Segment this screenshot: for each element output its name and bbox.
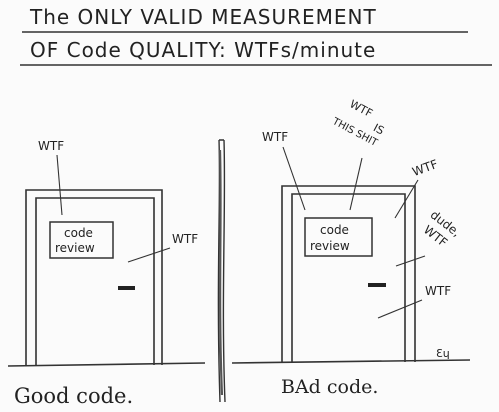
right-wtf-3-pointer <box>377 299 423 319</box>
title-line-2: OF Code QUALITY: WTFs/minute <box>30 38 376 62</box>
left-panel: code review WTF WTF Good code. <box>7 139 206 408</box>
right-sign <box>304 217 373 257</box>
comic-title: The ONLY VALID MEASUREMENT OF Code QUALI… <box>20 5 492 66</box>
left-wtf-2-pointer <box>127 247 171 263</box>
right-wtf-2: WTF <box>410 157 439 179</box>
title-line-1: The ONLY VALID MEASUREMENT <box>29 5 377 29</box>
right-wtf-3: WTF <box>425 284 451 298</box>
right-door-frame-outer <box>281 185 416 362</box>
right-wtf-is-this-group: WTF IS THIS SHIT <box>330 97 387 149</box>
right-wtf-2-pointer <box>394 179 419 219</box>
right-dude-pointer <box>395 255 426 267</box>
left-caption: Good code. <box>14 384 133 408</box>
right-sign-line-2: review <box>310 239 350 253</box>
panel-divider-fill <box>218 149 224 396</box>
left-sign-line-1: code <box>64 226 93 240</box>
left-door-handle <box>118 286 135 290</box>
right-door-handle <box>368 283 386 287</box>
right-panel: code review WTF WTF IS THIS SHIT WTF dud… <box>231 97 471 398</box>
left-sign <box>49 221 114 259</box>
left-wtf-2: WTF <box>172 232 198 246</box>
left-sign-line-2: review <box>55 241 95 255</box>
left-wtf-1-pointer <box>56 154 63 216</box>
right-sign-line-1: code <box>320 223 349 237</box>
right-door <box>291 193 406 362</box>
left-door <box>35 197 155 365</box>
left-floor <box>7 362 206 367</box>
right-wtf-1: WTF <box>262 130 288 144</box>
artist-signature: Ɛɥ <box>436 347 450 360</box>
left-wtf-1: WTF <box>38 139 64 153</box>
right-dude-group: dude, WTF <box>421 208 463 250</box>
right-wtf-is-this-pointer <box>349 157 363 211</box>
right-wtf-1-pointer <box>282 146 306 211</box>
right-wtf-is-this-1: WTF <box>348 97 375 120</box>
left-door-frame-outer <box>25 189 163 365</box>
right-caption: BAd code. <box>281 376 378 398</box>
right-floor <box>231 359 471 364</box>
